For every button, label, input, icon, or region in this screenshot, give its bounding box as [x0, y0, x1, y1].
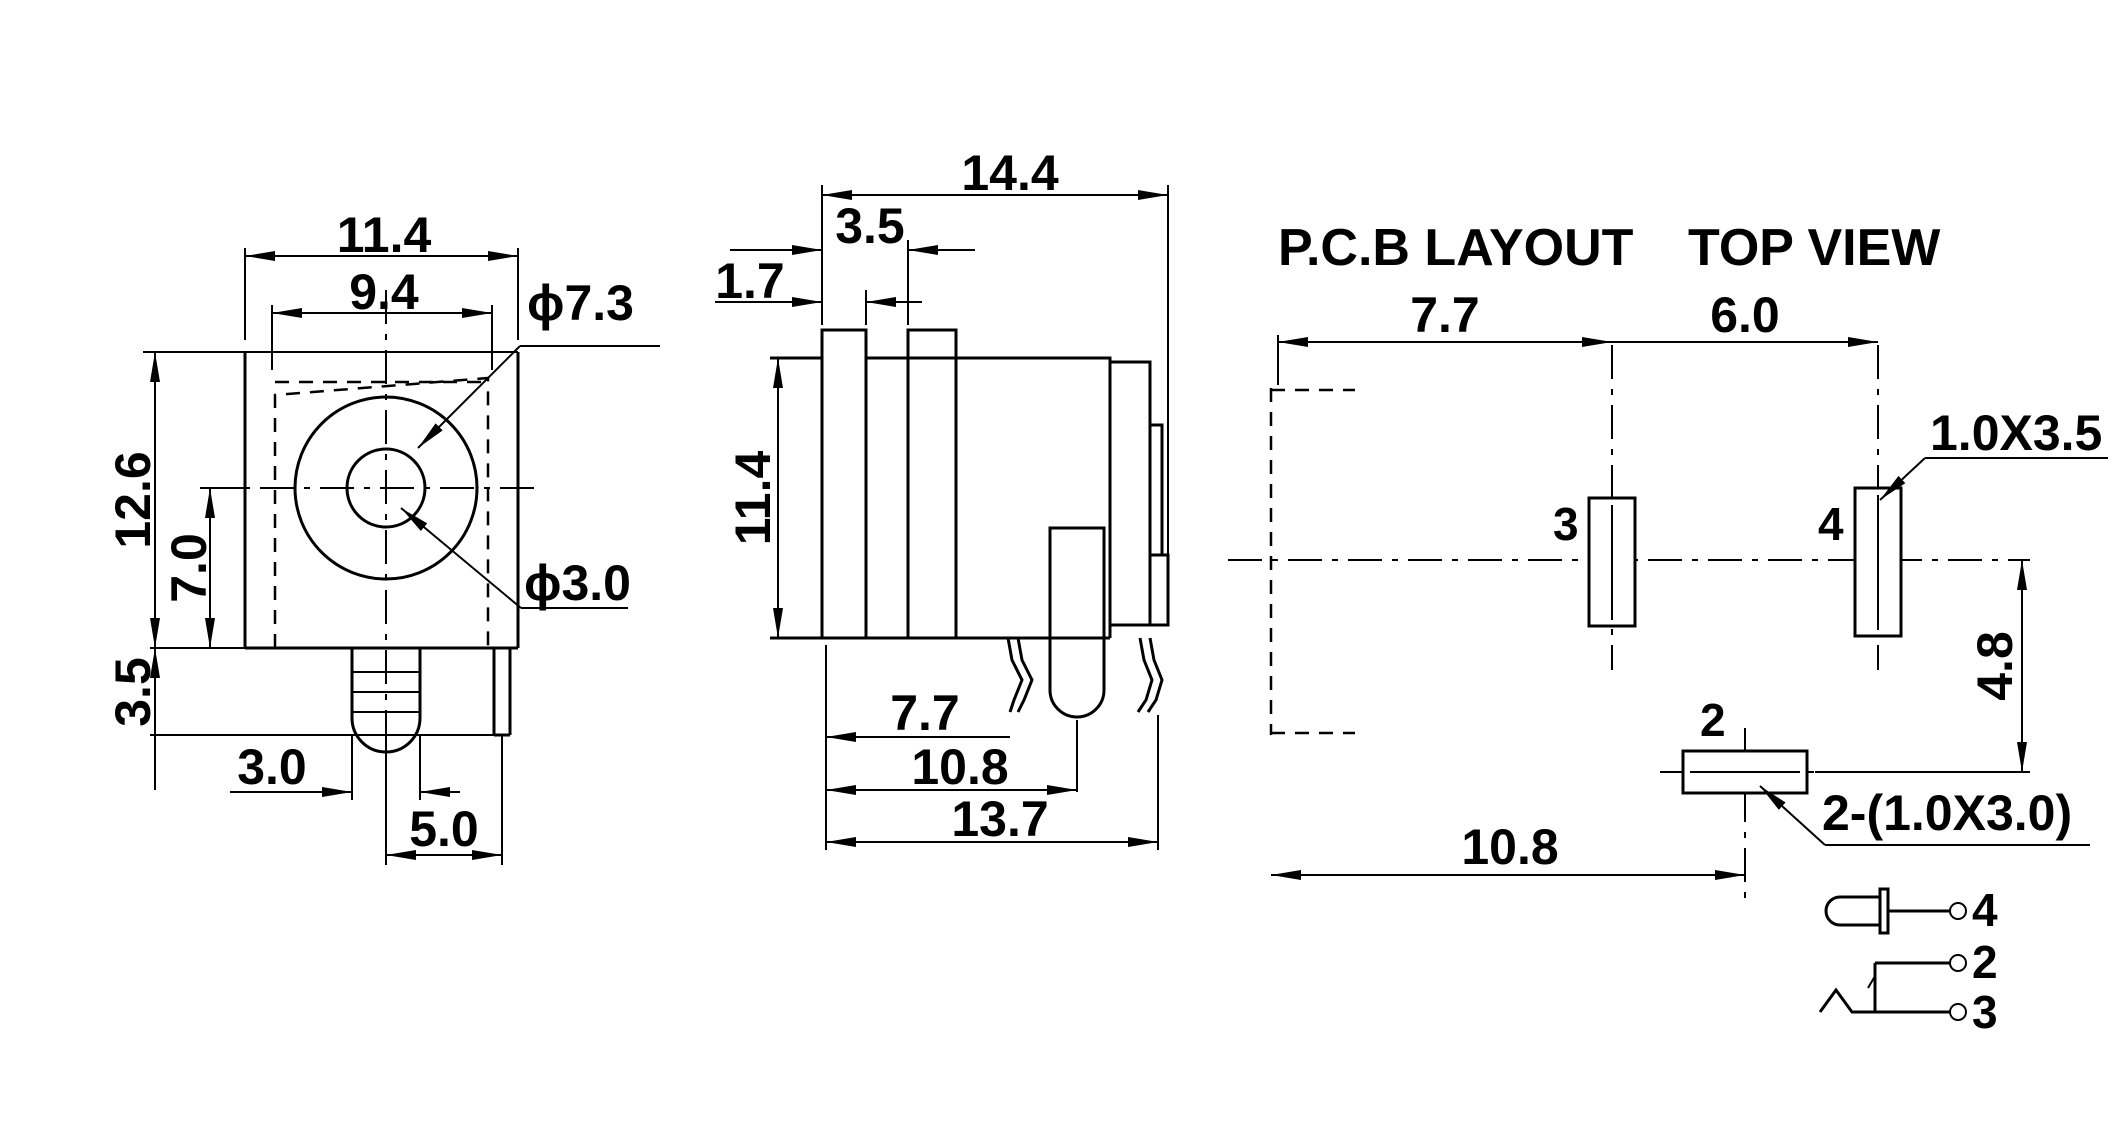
dim-side-pin-distances: 7.7 10.8 13.7	[825, 645, 1159, 850]
front-view: 11.4 9.4 ϕ7.3 ϕ3.0 12.6	[105, 207, 660, 865]
dim-label: 13.7	[951, 791, 1048, 847]
dim-label: 7.7	[1410, 287, 1480, 343]
dim-side-flange-thickness: 1.7	[715, 253, 922, 325]
dim-label: 11.4	[725, 451, 781, 546]
leader-outer-diameter: ϕ7.3	[417, 275, 660, 449]
dim-label: ϕ3.0	[524, 555, 631, 611]
dim-label: 14.4	[961, 145, 1059, 201]
dim-label: 9.4	[349, 264, 419, 320]
dim-label: 10.8	[911, 739, 1008, 795]
dim-front-pin-spacing: 5.0	[385, 735, 503, 865]
leader-pad-2: 2-(1.0X3.0)	[1759, 785, 2090, 846]
top-view-title: TOP VIEW	[1688, 219, 1941, 277]
front-side-pin	[492, 648, 512, 737]
dim-label: 7.0	[161, 533, 217, 603]
dim-label: 2-(1.0X3.0)	[1822, 785, 2072, 841]
pin-2-label: 2	[1700, 694, 1726, 746]
schematic-pin-4: 4	[1972, 884, 1998, 936]
dim-front-pin-offset: 3.0	[230, 735, 460, 800]
dim-side-flange-length: 3.5	[730, 198, 975, 325]
dim-pcb-pin2-offset: 4.8	[1815, 560, 2030, 773]
terminal-4	[1949, 902, 1967, 920]
dim-label: 6.0	[1710, 287, 1780, 343]
dim-side-body-height: 11.4	[725, 358, 783, 638]
leader-pad-4: 1.0X3.5	[1879, 405, 2108, 501]
dim-label: 3.5	[835, 198, 905, 254]
dim-front-height: 12.6	[105, 351, 245, 648]
dim-label: 3.0	[237, 739, 307, 795]
dim-pcb-top: 7.7 6.0	[1277, 287, 1878, 385]
pcb-layout: P.C.B LAYOUT TOP VIEW 3 4 2 7.7	[1228, 219, 2108, 900]
dim-label: 4.8	[1967, 631, 2023, 701]
schematic-symbol: 4 2 3	[1818, 884, 1998, 1038]
dim-side-total-length: 14.4	[821, 145, 1169, 620]
pin-3-label: 3	[1553, 498, 1579, 550]
dim-label: 5.0	[409, 801, 479, 857]
dim-label: 7.7	[890, 685, 960, 741]
dim-label: 12.6	[105, 451, 161, 548]
pcb-outline	[1269, 388, 1355, 735]
dim-front-width-outer: 11.4	[244, 207, 519, 340]
leader-inner-diameter: ϕ3.0	[400, 507, 631, 611]
dim-label: 1.7	[715, 253, 785, 309]
schematic-pin-2: 2	[1972, 936, 1998, 988]
dim-front-center-height: 7.0	[161, 487, 250, 648]
dim-pcb-pin2-distance: 10.8	[1271, 819, 1745, 880]
schematic-pin-3: 3	[1972, 986, 1998, 1038]
dim-label: 11.4	[337, 207, 432, 263]
dim-label: ϕ7.3	[527, 275, 634, 331]
side-view: 14.4 3.5 1.7 11.4 7.7	[715, 145, 1170, 850]
terminal-3	[1949, 1003, 1967, 1021]
terminal-2	[1949, 954, 1967, 972]
dim-label: 3.5	[105, 657, 161, 727]
dim-front-width-inner: 9.4	[271, 264, 493, 370]
pcb-layout-title: P.C.B LAYOUT	[1278, 219, 1634, 277]
pin-4-label: 4	[1818, 498, 1844, 550]
dim-label: 10.8	[1461, 819, 1558, 875]
front-body-outline	[243, 351, 520, 650]
dim-front-pin-height: 3.5	[105, 647, 494, 790]
side-body-outline	[770, 328, 1170, 719]
dim-label: 1.0X3.5	[1930, 405, 2102, 461]
